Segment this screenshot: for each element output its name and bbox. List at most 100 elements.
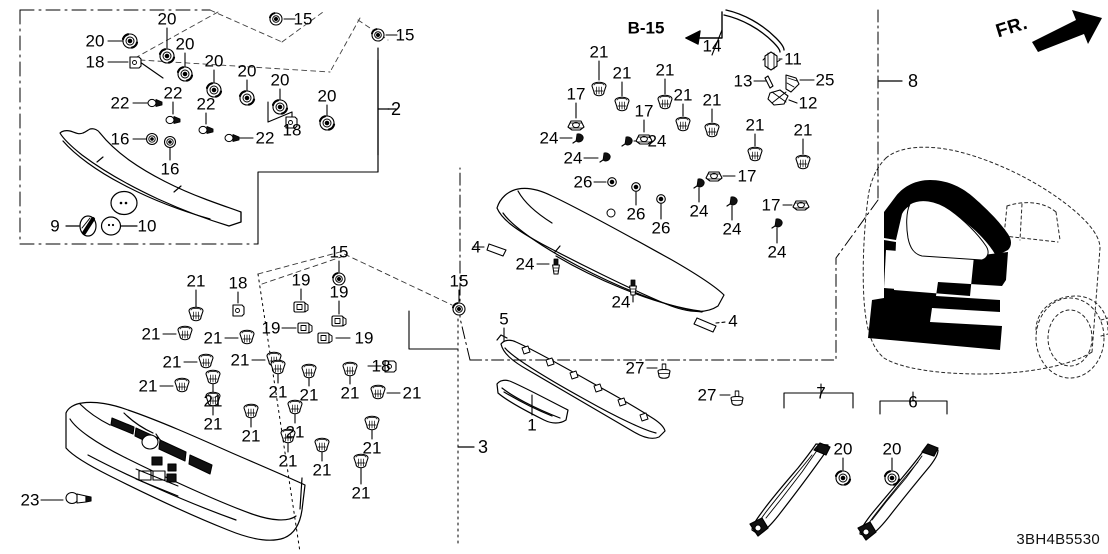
part-callout-24: 24 — [539, 128, 559, 148]
part-1-reflector — [496, 379, 569, 424]
part-callout-21: 21 — [793, 120, 813, 140]
part-7-wiper-arm — [749, 442, 831, 537]
part-callout-21: 21 — [673, 85, 693, 105]
leaders-lower-left — [159, 260, 460, 485]
part-14-molding — [723, 9, 785, 53]
part-callout-15: 15 — [395, 25, 415, 45]
part-callout-17: 17 — [566, 84, 586, 104]
section-b15-arrow — [685, 11, 723, 45]
part-25-screw — [785, 74, 800, 93]
leaders-spoiler — [536, 60, 804, 303]
part-callout-20: 20 — [85, 31, 105, 51]
part-callout-24: 24 — [689, 201, 709, 221]
part-callout-6: 6 — [908, 392, 918, 412]
part-23-plug — [65, 491, 92, 505]
part-callout-21: 21 — [203, 391, 223, 411]
part-callout-19: 19 — [354, 328, 374, 348]
part-callout-1: 1 — [527, 415, 537, 435]
group-3-solid-corner — [408, 310, 459, 350]
part-callout-21: 21 — [655, 60, 675, 80]
part-callout-14: 14 — [702, 36, 722, 56]
part-5-bracket — [496, 334, 666, 439]
part-callout-21: 21 — [138, 376, 158, 396]
part-6-wiper-arm — [857, 443, 939, 541]
part-callout-21: 21 — [285, 422, 305, 442]
part-callout-16: 16 — [160, 159, 180, 179]
part-callout-20: 20 — [237, 61, 257, 81]
part-callout-20: 20 — [204, 51, 224, 71]
part-callout-17: 17 — [737, 166, 757, 186]
part-callout-21: 21 — [340, 383, 360, 403]
part-callout-22: 22 — [163, 83, 183, 103]
part-callout-24: 24 — [722, 219, 742, 239]
part-callout-16: 16 — [110, 129, 130, 149]
tailgate-highlight-solid — [868, 180, 1011, 350]
part-callout-15: 15 — [329, 242, 349, 262]
group-3-boundary — [257, 273, 459, 553]
part-callout-25: 25 — [815, 70, 835, 90]
garnish-emblem-hole — [110, 190, 138, 216]
part-callout-18: 18 — [85, 52, 105, 72]
part-callout-21: 21 — [230, 350, 250, 370]
part-callout-21: 21 — [745, 115, 765, 135]
part-callout-27: 27 — [697, 385, 717, 405]
part-callout-15: 15 — [293, 9, 313, 29]
part-callout-21: 21 — [203, 328, 223, 348]
group-callout-3: 3 — [477, 437, 489, 457]
roof-spoiler-part — [496, 187, 725, 313]
vehicle-body-outline — [862, 146, 1108, 379]
part-10-grommet — [100, 216, 122, 236]
part-callout-7: 7 — [816, 383, 826, 403]
group-callout-2: 2 — [390, 99, 402, 119]
part-9-emblem — [79, 215, 97, 237]
part-callout-11: 11 — [784, 49, 802, 69]
part-callout-20: 20 — [175, 34, 195, 54]
part-7-bracket-frame — [783, 383, 854, 409]
part-callout-20: 20 — [317, 86, 337, 106]
part-callout-19: 19 — [261, 318, 281, 338]
upper-garnish-part — [59, 128, 242, 227]
part-callout-21: 21 — [312, 460, 332, 480]
part-callout-21: 21 — [702, 90, 722, 110]
part-callout-19: 19 — [329, 282, 349, 302]
part-callout-22: 22 — [196, 94, 216, 114]
part-callout-15: 15 — [449, 271, 469, 291]
tailgate-window-outline — [906, 200, 989, 261]
part-13-rod — [764, 75, 774, 89]
part-callout-21: 21 — [351, 483, 371, 503]
lower-tailgate-panel — [65, 401, 306, 541]
part-callout-26: 26 — [651, 218, 671, 238]
part-callout-26: 26 — [573, 172, 593, 192]
part-6-bracket-frame — [879, 391, 948, 415]
part-callout-22: 22 — [255, 128, 275, 148]
part-callout-22: 22 — [110, 93, 130, 113]
part-callout-18: 18 — [371, 356, 391, 376]
part-callout-21: 21 — [141, 324, 161, 344]
part-callout-21: 21 — [362, 438, 382, 458]
part-callout-9: 9 — [50, 216, 60, 236]
part-callout-18: 18 — [282, 120, 302, 140]
part-callout-24: 24 — [611, 292, 631, 312]
part-callout-24: 24 — [767, 242, 787, 262]
part-callout-20: 20 — [157, 9, 177, 29]
part-callout-24: 24 — [563, 148, 583, 168]
part-callout-21: 21 — [402, 383, 422, 403]
part-callout-10: 10 — [137, 216, 157, 236]
part-callout-21: 21 — [589, 42, 609, 62]
group-2-boundary — [19, 9, 259, 245]
part-callout-4: 4 — [728, 311, 738, 331]
part-callout-27: 27 — [625, 358, 645, 378]
part-callout-20: 20 — [270, 70, 290, 90]
part-callout-21: 21 — [268, 382, 288, 402]
part-callout-20: 20 — [833, 439, 853, 459]
part-callout-21: 21 — [186, 271, 206, 291]
part-callout-19: 19 — [291, 270, 311, 290]
drawing-part-number: 3BH4B5530 — [1016, 531, 1100, 548]
lower-panel-hardware — [110, 417, 213, 497]
part-callout-21: 21 — [162, 352, 182, 372]
part-callout-18: 18 — [228, 273, 248, 293]
part-11-pin — [762, 51, 781, 71]
part-callout-21: 21 — [203, 414, 223, 434]
part-callout-21: 21 — [278, 451, 298, 471]
